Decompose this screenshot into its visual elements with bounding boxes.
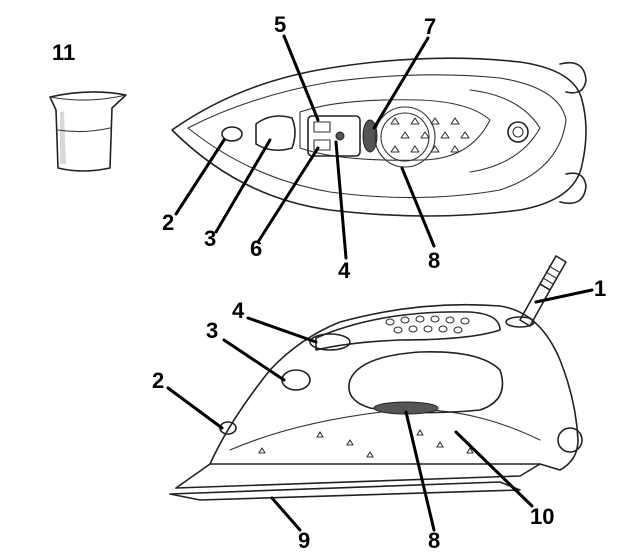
leader-1 — [534, 288, 594, 304]
callout-labels: 11 5 7 2 3 6 4 8 1 4 3 2 10 9 8 — [52, 12, 606, 553]
leader-2-top — [174, 138, 226, 216]
side-view-leaders — [166, 288, 594, 532]
leader-5 — [282, 34, 320, 122]
callout-4-top: 4 — [338, 258, 351, 283]
callout-3-side: 3 — [206, 318, 218, 343]
leader-7 — [372, 36, 430, 130]
leader-8-top — [400, 166, 436, 248]
callout-10: 10 — [530, 504, 554, 529]
handle-holes — [385, 315, 470, 334]
callout-2-side: 2 — [152, 368, 164, 393]
iron-side-view — [169, 255, 583, 501]
leader-8-side — [404, 410, 436, 532]
callout-7: 7 — [424, 14, 436, 39]
leader-3-side — [222, 338, 286, 382]
top-view-leaders — [174, 34, 436, 260]
leader-6 — [256, 146, 320, 244]
callout-11: 11 — [52, 40, 75, 65]
iron-top-view — [171, 57, 587, 217]
measuring-cup — [49, 91, 127, 172]
callout-6: 6 — [250, 236, 262, 261]
leader-10 — [454, 430, 534, 508]
callout-3-top: 3 — [204, 226, 216, 251]
leader-4-top — [334, 140, 348, 260]
callout-4-side: 4 — [232, 298, 245, 323]
leader-3-top — [214, 138, 272, 234]
leader-9 — [270, 496, 302, 532]
leader-4-side — [246, 316, 318, 344]
callout-9: 9 — [298, 528, 310, 553]
callout-8-top: 8 — [428, 248, 440, 273]
callout-2-top: 2 — [162, 210, 174, 235]
callout-5: 5 — [274, 12, 286, 37]
leader-2-side — [166, 386, 224, 430]
callout-8-side: 8 — [428, 528, 440, 553]
callout-1: 1 — [594, 276, 606, 301]
